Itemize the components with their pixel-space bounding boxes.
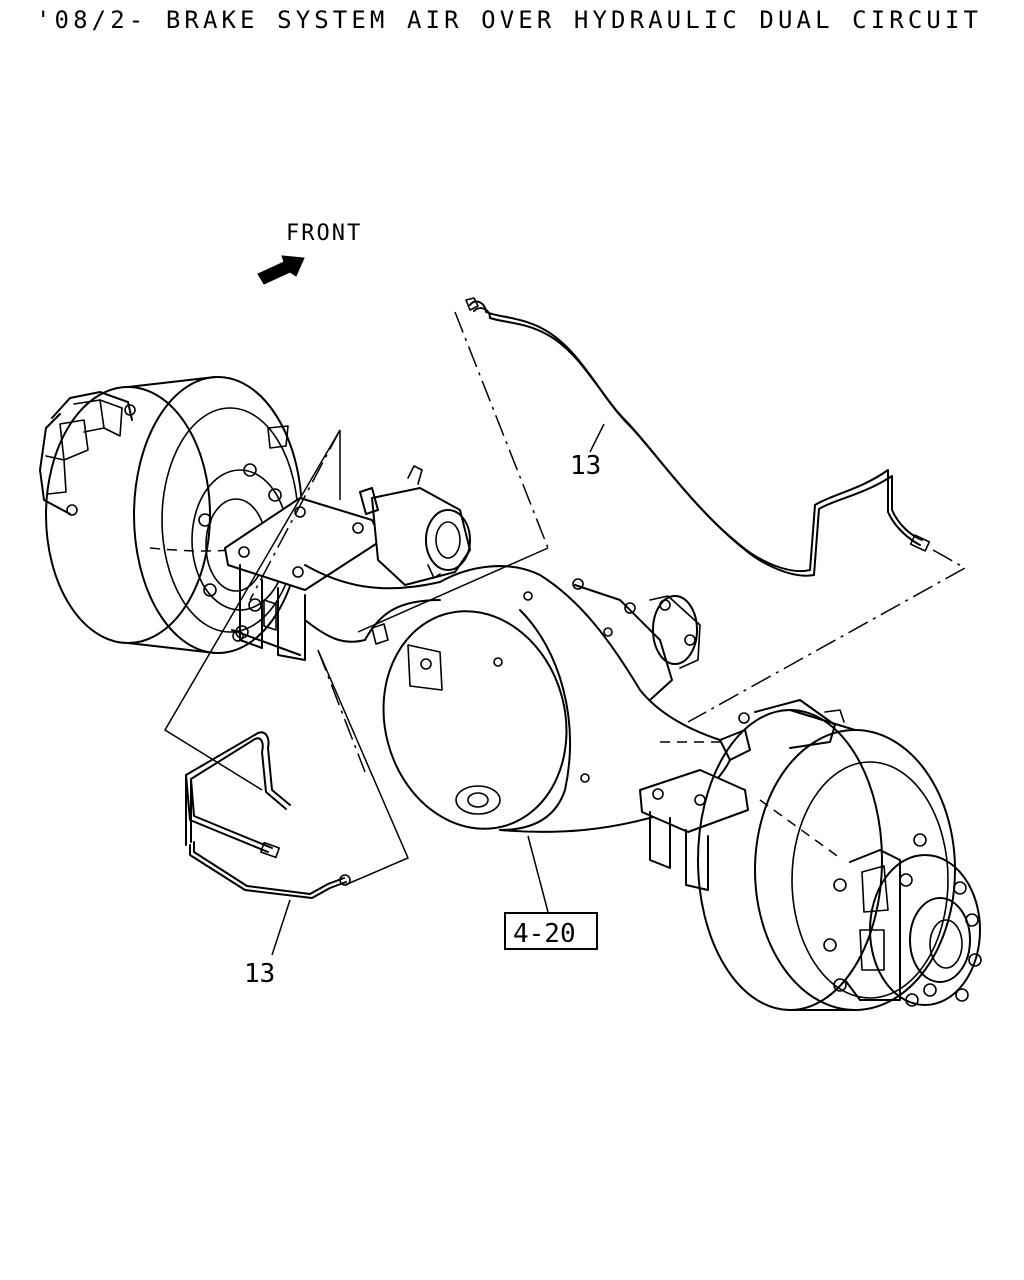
- front-label: FRONT: [286, 221, 362, 246]
- right-brake-drum: [697, 709, 956, 1011]
- axle-tube-left: [304, 564, 441, 643]
- brake-pipe-upper: [465, 297, 931, 577]
- callout-13-upper: 13: [570, 451, 601, 481]
- brake-booster: [359, 465, 471, 586]
- right-spring-seat-bracket: [639, 712, 751, 891]
- front-arrow-icon: [257, 255, 305, 285]
- callout-4-20-box: 4-20: [504, 912, 598, 950]
- brake-pipe-lower: [185, 731, 351, 899]
- pinion-flange: [572, 578, 701, 701]
- right-wheel-cylinder: [754, 699, 845, 749]
- page-title: '08/2- BRAKE SYSTEM AIR OVER HYDRAULIC D…: [36, 6, 983, 34]
- callout-4-20-label: 4-20: [513, 919, 576, 949]
- callout-13-lower: 13: [244, 959, 275, 989]
- left-spring-seat-bracket: [224, 497, 383, 661]
- left-wheel-hub: [39, 391, 136, 516]
- assembly-guide-lines: [163, 311, 967, 956]
- right-wheel-hub: [844, 849, 982, 1007]
